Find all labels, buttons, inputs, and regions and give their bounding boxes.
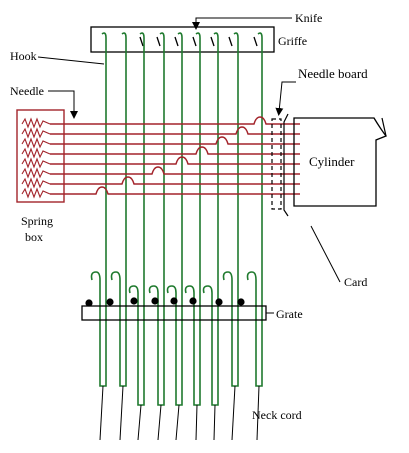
hook-end-dot: [215, 298, 223, 306]
needle-leader: [48, 90, 78, 119]
knives: [139, 36, 258, 47]
hook-end-dot: [151, 297, 159, 305]
hooks: [90, 32, 263, 406]
knife-blade: [210, 36, 215, 47]
knife-label: Knife: [295, 11, 322, 25]
neck-cord: [213, 404, 216, 441]
spring-coil: [21, 127, 51, 139]
needle: [50, 166, 300, 175]
card: [283, 113, 289, 217]
neck-cord: [256, 385, 260, 441]
labels: Knife Griffe Hook Needle board Needle Cy…: [10, 11, 368, 422]
neck-cord: [157, 404, 162, 441]
neck-cord: [175, 404, 180, 441]
cylinder-edge: [381, 117, 387, 137]
hook: [148, 32, 165, 406]
spring-box: [16, 109, 65, 203]
needle: [50, 156, 300, 165]
grate-label: Grate: [276, 307, 303, 321]
knife-blade: [139, 36, 144, 47]
needle: [50, 126, 300, 135]
card-label: Card: [344, 275, 367, 289]
leaders: [37, 17, 341, 314]
hook-leader: [37, 56, 105, 65]
spring-coil: [21, 137, 51, 149]
neck-cord: [99, 385, 104, 441]
hook-end-dot: [237, 298, 245, 306]
hook: [128, 32, 145, 406]
spring-coil: [21, 167, 51, 179]
hook: [184, 32, 201, 406]
needle: [50, 116, 300, 125]
hook-end-dot: [106, 298, 114, 306]
spring-coil: [21, 117, 51, 129]
spring-coil: [21, 177, 51, 189]
needle: [50, 136, 300, 145]
spring-coil: [21, 157, 51, 169]
knife-blade: [253, 36, 258, 47]
springs: [21, 117, 51, 199]
needles: [50, 116, 300, 195]
hook: [90, 32, 107, 387]
hook-end-dot: [170, 297, 178, 305]
spring-coil: [21, 147, 51, 159]
card-leader: [310, 225, 341, 283]
knife-blade: [156, 36, 161, 47]
needle: [50, 176, 300, 185]
hook: [246, 32, 263, 387]
neck-cord: [119, 385, 124, 441]
knife-blade: [228, 36, 233, 47]
knife-blade: [192, 36, 197, 47]
hook-end-dot: [130, 297, 138, 305]
griffe-label: Griffe: [278, 34, 307, 48]
grate-dots: [85, 297, 245, 307]
hook: [166, 32, 183, 406]
needle-board-leader: [275, 81, 296, 116]
hook: [222, 32, 239, 387]
needle-label: Needle: [10, 84, 44, 98]
neck-cord: [231, 385, 236, 441]
needle: [50, 146, 300, 155]
knife-blade: [174, 36, 179, 47]
cylinder: [293, 117, 388, 207]
spring-label: Spring: [21, 214, 53, 228]
neck-cord: [195, 404, 198, 441]
cylinder-body: [293, 117, 388, 207]
neck-cord-label: Neck cord: [252, 408, 302, 422]
hook: [202, 32, 219, 406]
cylinder-label: Cylinder: [309, 154, 355, 169]
needle: [50, 186, 300, 195]
neck-cords: [99, 385, 260, 441]
hook-label: Hook: [10, 49, 37, 63]
hook: [110, 32, 127, 387]
card-shape: [283, 113, 289, 217]
hook-end-dot: [85, 299, 93, 307]
knife-leader: [192, 17, 292, 30]
spring-coil: [21, 187, 51, 199]
neck-cord: [137, 404, 142, 441]
needle-board-label: Needle board: [298, 66, 368, 81]
spring-box-frame: [16, 109, 65, 203]
box-label: box: [25, 230, 43, 244]
hook-end-dot: [189, 297, 197, 305]
